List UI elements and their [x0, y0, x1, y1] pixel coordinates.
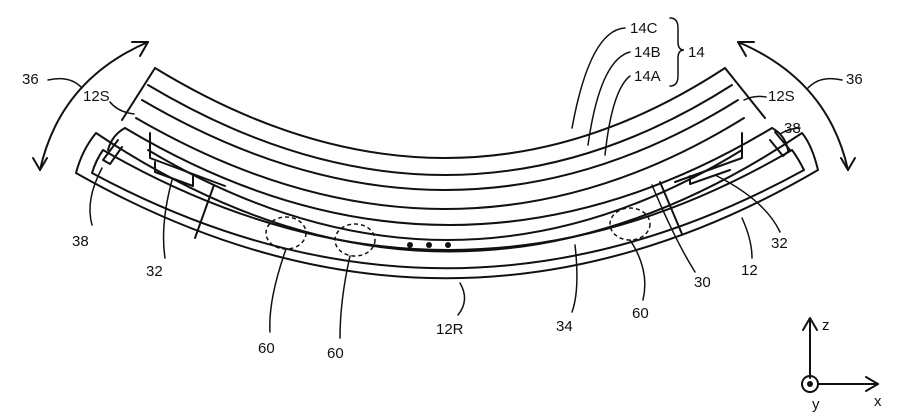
brace-14 — [669, 17, 685, 87]
left-bend-arrowhead-bottom — [32, 157, 48, 171]
axis-x-label: x — [874, 393, 882, 410]
leader-36-right — [807, 77, 843, 89]
right-bend-arrowhead-bottom — [840, 157, 856, 171]
axis-z-label: z — [822, 317, 830, 334]
x-axis-arrowhead — [865, 376, 879, 392]
leader-30 — [651, 184, 696, 273]
label-12: 12 — [741, 262, 758, 279]
label-14a: 14A — [634, 68, 661, 85]
leader-38-left — [89, 167, 103, 226]
left-divider — [194, 184, 215, 239]
leader-32-left — [162, 179, 173, 259]
leader-32-right — [714, 174, 781, 233]
label-60-a: 60 — [258, 340, 275, 357]
left-support — [102, 139, 123, 165]
leader-60-a — [269, 248, 287, 333]
right-divider — [659, 181, 683, 235]
label-38-right: 38 — [784, 120, 801, 137]
layer-right-cap — [724, 67, 766, 119]
leader-12r — [457, 282, 466, 316]
label-34: 34 — [556, 318, 573, 335]
leader-14c — [571, 27, 626, 129]
ellipsis-dot — [426, 242, 432, 248]
left-bend-arrowhead-top — [131, 41, 149, 57]
sensor-60-b — [334, 223, 376, 257]
label-12s-right: 12S — [768, 88, 795, 105]
leader-34 — [571, 244, 578, 313]
right-bend-arrowhead-top — [737, 41, 755, 57]
leader-38-right — [779, 127, 801, 135]
label-32-left: 32 — [146, 263, 163, 280]
layer-14c-top — [154, 67, 726, 159]
right-support — [769, 131, 791, 157]
z-axis-arrowhead — [802, 317, 818, 331]
label-60-b: 60 — [327, 345, 344, 362]
label-12s-left: 12S — [83, 88, 110, 105]
y-axis-circle — [801, 375, 819, 393]
axis-y-label: y — [812, 396, 820, 412]
left-bend-arrow — [39, 41, 149, 171]
label-30: 30 — [694, 274, 711, 291]
label-38-left: 38 — [72, 233, 89, 250]
layer-14c-bottom — [147, 84, 733, 176]
layer-14b — [141, 99, 739, 191]
leader-12s-left — [109, 101, 135, 115]
label-14c: 14C — [630, 20, 658, 37]
label-14-group: 14 — [688, 44, 705, 61]
layer-14a — [135, 117, 745, 210]
label-36-right: 36 — [846, 71, 863, 88]
inner-housing — [91, 149, 805, 270]
label-32-right: 32 — [771, 235, 788, 252]
left-bracket — [149, 132, 226, 187]
leader-12 — [741, 217, 753, 259]
y-axis-dot — [807, 381, 813, 387]
leader-36-left — [47, 77, 83, 89]
outer-housing — [75, 132, 819, 280]
panel-30-top — [124, 127, 773, 226]
label-12r: 12R — [436, 321, 464, 338]
layer-left-cap — [121, 67, 156, 121]
leader-12s-right — [743, 95, 767, 101]
panel-30-bottom — [147, 149, 743, 241]
label-36-left: 36 — [22, 71, 39, 88]
leader-14b — [587, 51, 631, 146]
axis-triad: z x y — [801, 317, 882, 413]
sensor-60-c — [609, 207, 651, 241]
ellipsis-dot — [445, 242, 451, 248]
leader-60-b — [339, 255, 351, 339]
leader-14a — [604, 75, 631, 156]
leader-60-c — [629, 239, 646, 301]
panel-left-side — [107, 127, 126, 151]
right-bend-arrow — [737, 41, 849, 171]
label-14b: 14B — [634, 44, 661, 61]
ellipsis-dot — [407, 242, 413, 248]
label-60-c: 60 — [632, 305, 649, 322]
right-bracket — [674, 132, 743, 185]
